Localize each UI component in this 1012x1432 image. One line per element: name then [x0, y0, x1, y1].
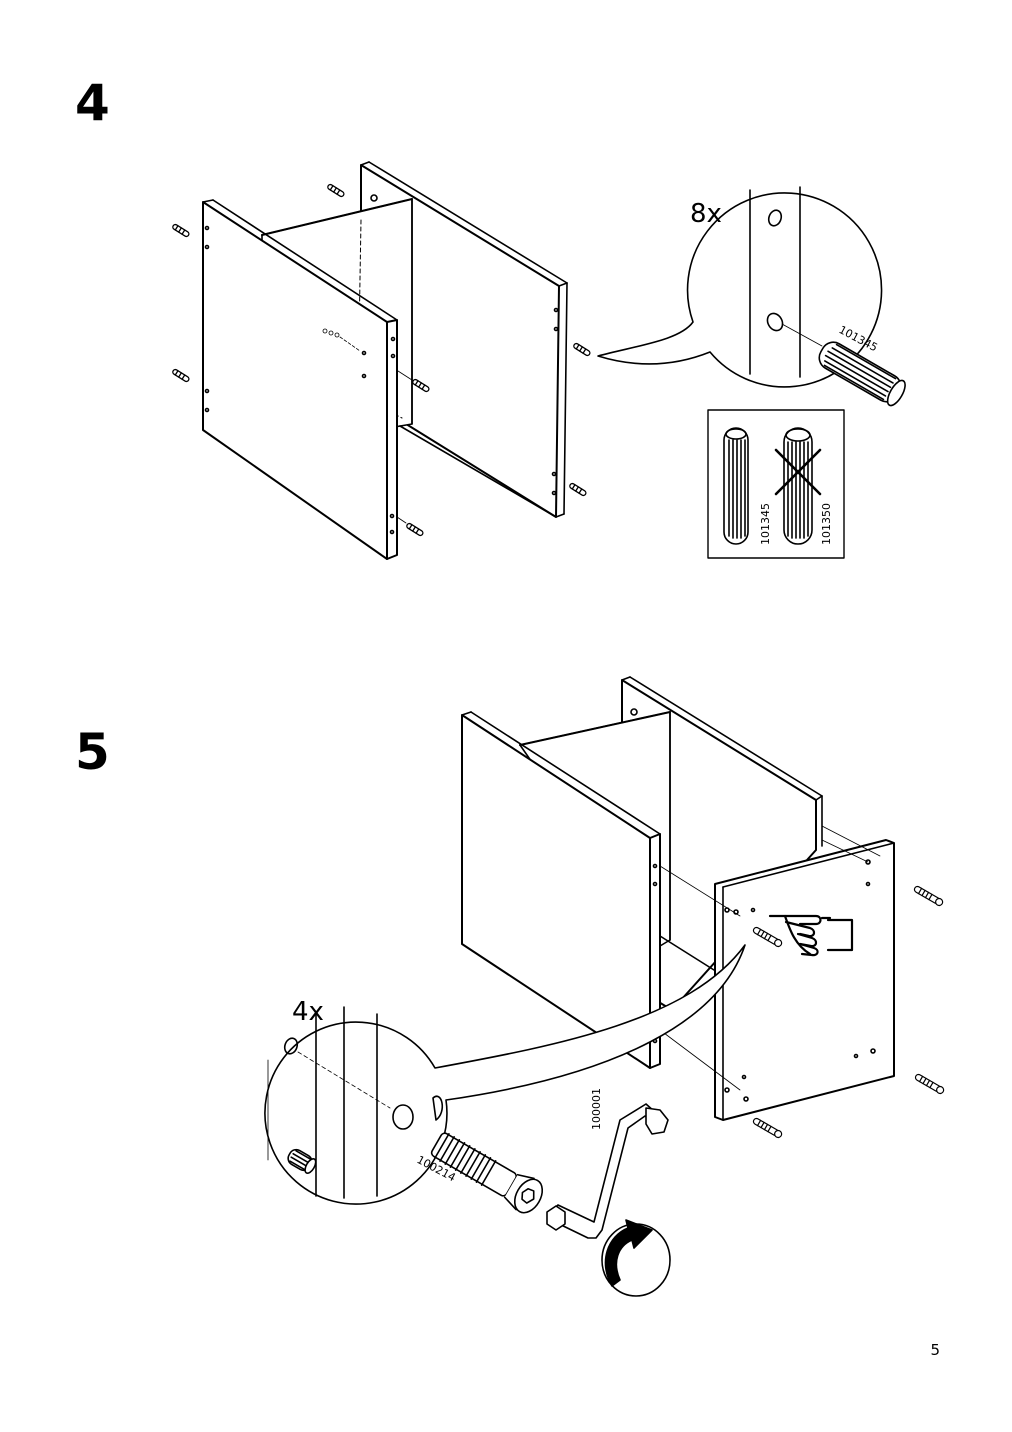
step-4-illustration: 8x 101345 — [172, 161, 906, 560]
dowel-comparison-box — [707, 409, 845, 559]
bolt-quantity: 4x — [292, 997, 324, 1027]
step-5-number: 5 — [75, 723, 110, 781]
dowel-quantity: 8x — [690, 199, 722, 229]
hex-key-icon — [546, 1103, 669, 1239]
wrong-dowel-part-number: 101350 — [820, 503, 833, 545]
page-number: 5 — [930, 1341, 940, 1359]
wooden-dowel-icon — [723, 427, 749, 545]
hex-key-part-number: 100001 — [590, 1088, 603, 1130]
detail-callout — [264, 944, 746, 1205]
wooden-dowel-icon — [287, 1148, 317, 1175]
step-4-number: 4 — [75, 74, 110, 132]
correct-dowel-part-number: 101345 — [759, 503, 772, 545]
cam-lock-bolt-icon — [752, 885, 945, 1139]
detail-callout — [597, 186, 906, 407]
step-5-illustration: 4x 100214 100001 — [264, 676, 945, 1297]
cam-lock-bolt-icon — [430, 1132, 544, 1214]
rotate-arrow-icon — [601, 1219, 671, 1297]
cross-icon — [774, 448, 822, 496]
wooden-dowel-icon — [818, 341, 906, 407]
side-panel — [202, 199, 398, 560]
pointing-hand-icon — [768, 914, 854, 957]
wooden-dowel-icon — [783, 427, 813, 545]
front-panel — [714, 839, 895, 1121]
wooden-dowel-icon — [172, 183, 591, 537]
